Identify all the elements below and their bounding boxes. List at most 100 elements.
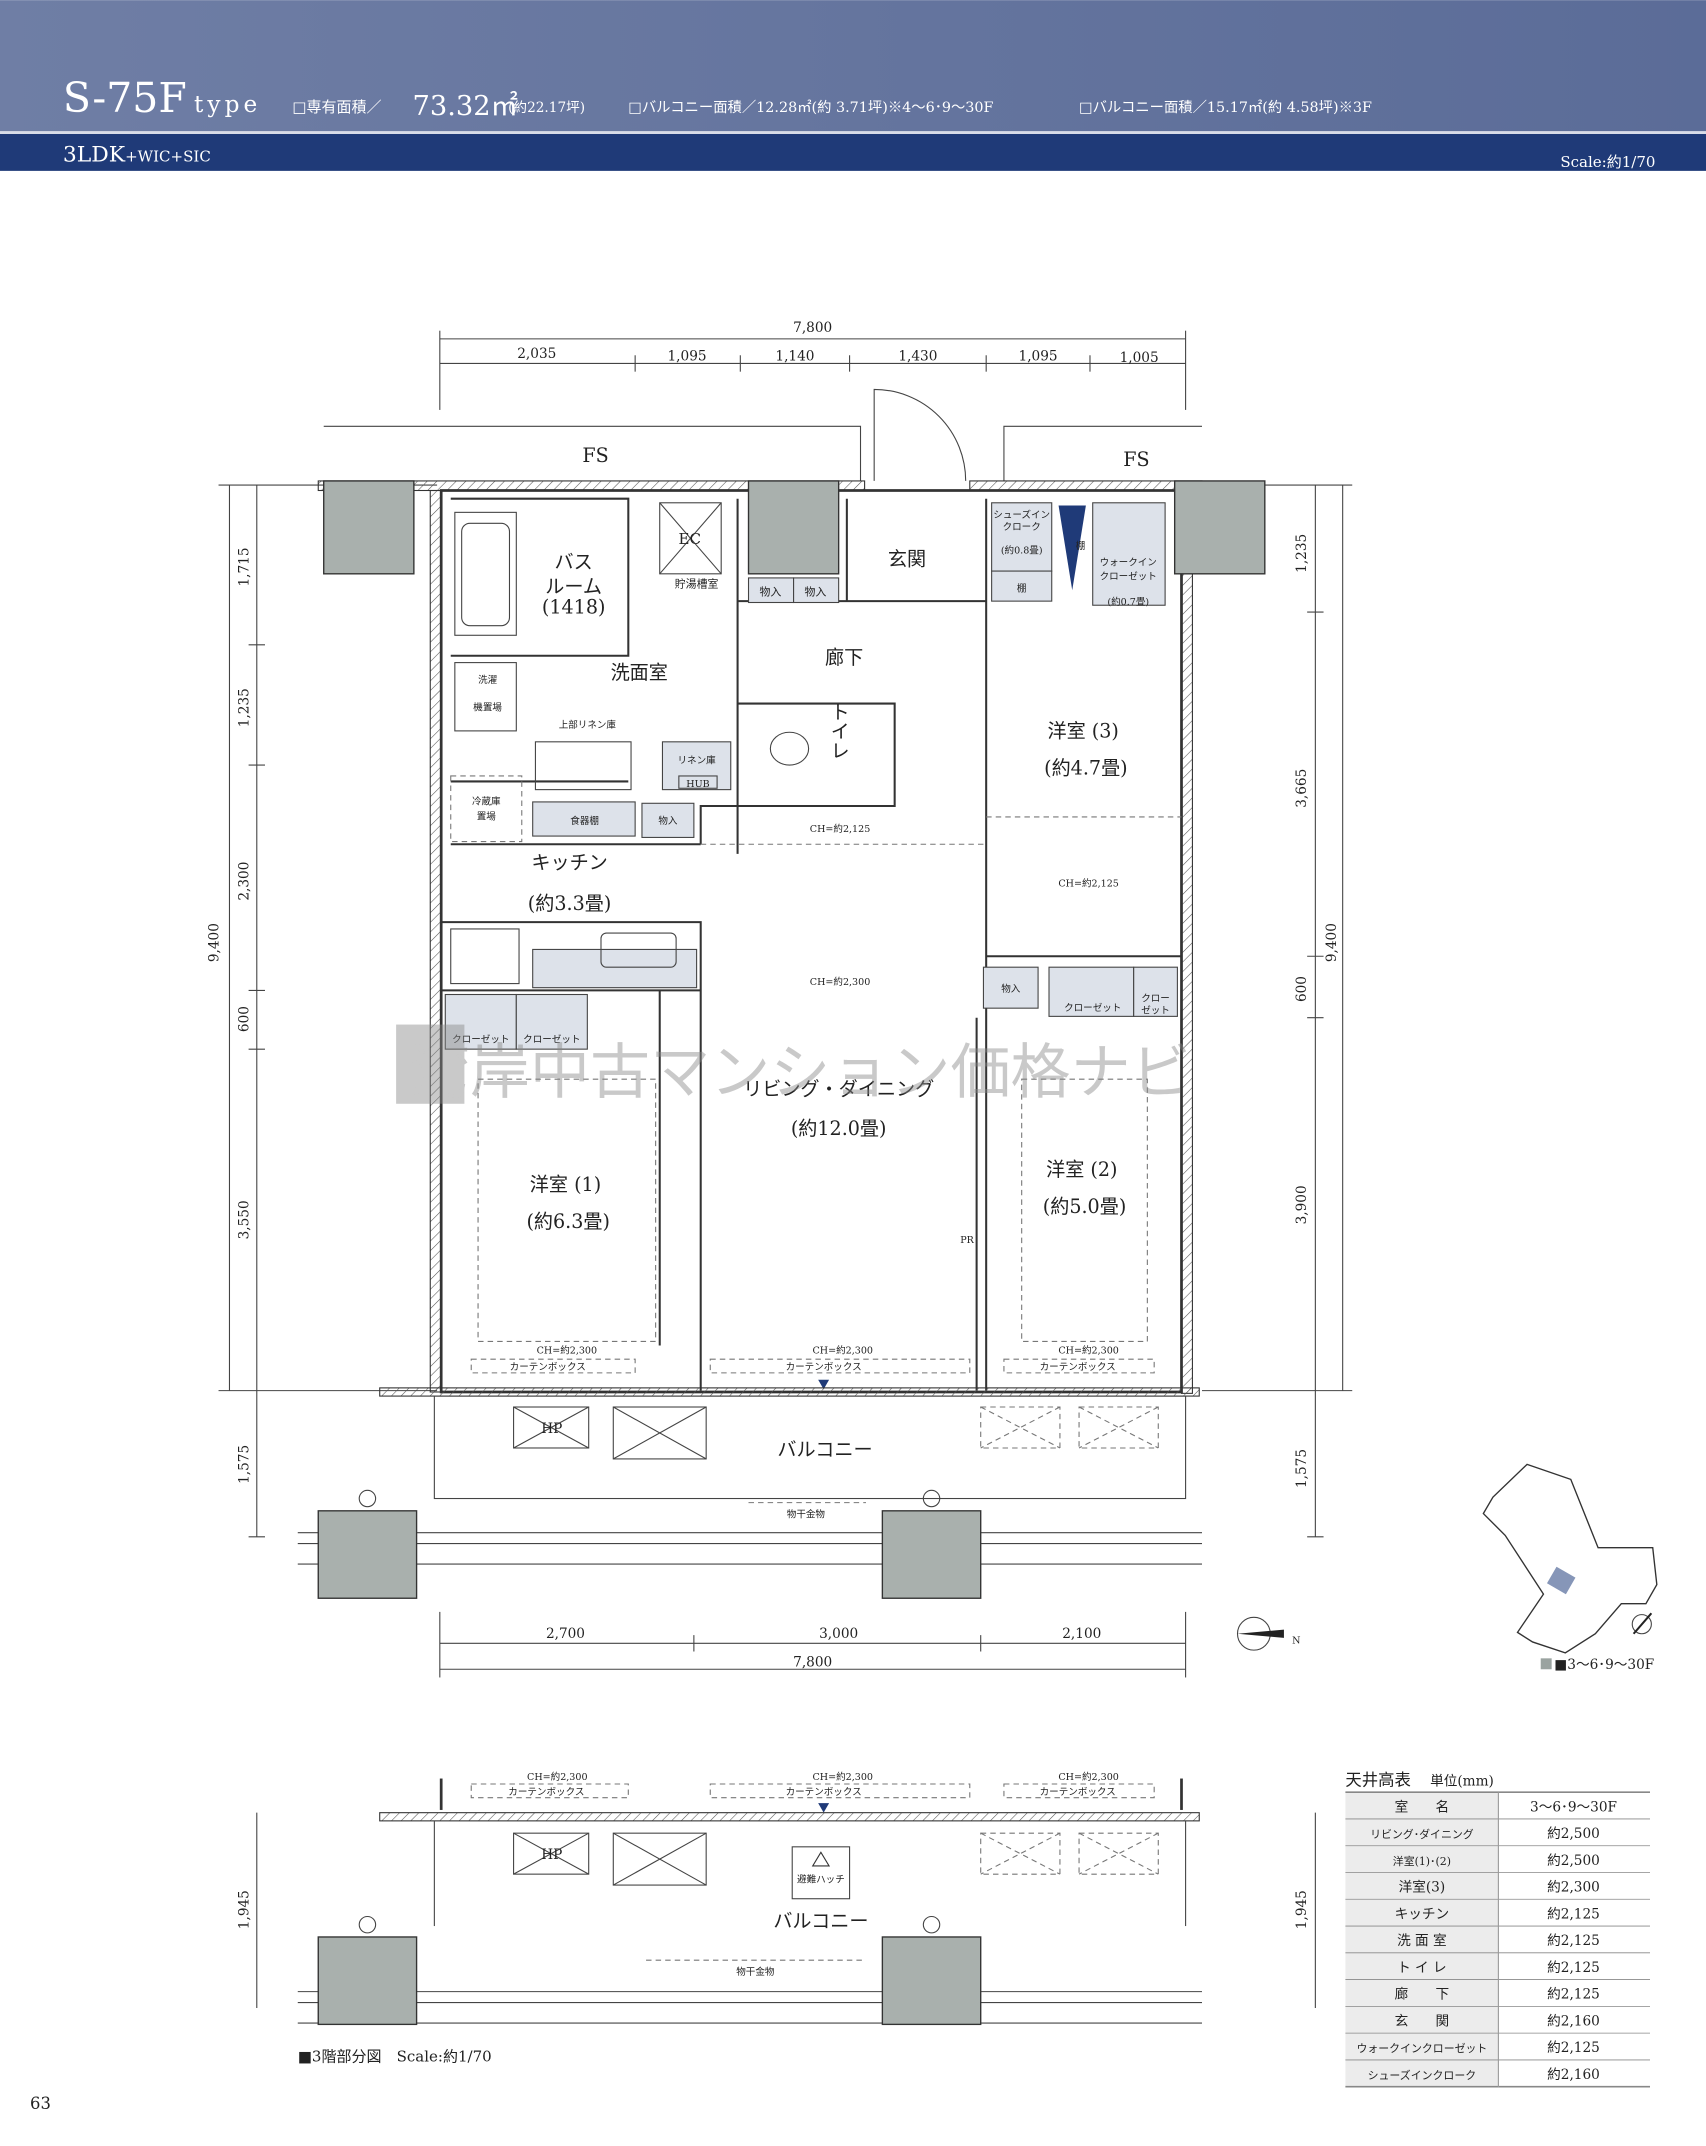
ceiling-height-label: CH=約2,300	[1058, 1771, 1119, 1783]
table-room-name: キッチン	[1395, 1906, 1450, 1922]
page-number: 63	[30, 2094, 51, 2113]
table-room-name: リビング･ダイニング	[1370, 1827, 1474, 1841]
washer-label: 機置場	[473, 701, 502, 713]
floor-plan: FS FS	[297, 388, 1266, 1599]
dim-left: 3,550	[237, 1200, 253, 1239]
dim-partial-left: 1,945	[237, 1890, 253, 1929]
closet-label: クローゼット	[452, 1033, 509, 1045]
storage-label: 物入	[805, 585, 827, 599]
ceiling-height-label: CH=約2,300	[537, 1345, 598, 1357]
dim-left-total: 9,400	[207, 923, 223, 962]
dim-partial-right: 1,945	[1294, 1890, 1310, 1929]
ceiling-height-label: CH=約2,125	[810, 823, 871, 835]
dim-top: 1,005	[1120, 350, 1159, 366]
ec-label: EC	[679, 530, 701, 548]
dim-left: 1,235	[237, 688, 253, 727]
table-room-name: 洋室(1)･(2)	[1393, 1854, 1451, 1868]
table-room-name: シューズインクローク	[1368, 2068, 1477, 2082]
table-ceiling-height: 約2,125	[1547, 2040, 1600, 2056]
ceiling-height-label: CH=約2,300	[812, 1345, 873, 1357]
room3-size: (約4.7畳)	[1044, 757, 1128, 780]
curtain-box-label: カーテンボックス	[1040, 1362, 1116, 1373]
dim-left: 1,575	[237, 1445, 253, 1484]
pr-label: PR	[960, 1235, 974, 1246]
kitchen-label: キッチン	[531, 851, 607, 874]
room3-label: 洋室 (3)	[1047, 720, 1118, 743]
fridge-label: 置場	[477, 811, 497, 823]
dim-top: 2,035	[517, 346, 556, 362]
ec-box	[659, 502, 722, 575]
room1-label: 洋室 (1)	[530, 1173, 601, 1196]
layout-type: 3LDK+WIC+SIC	[63, 142, 211, 167]
balcony-label: バルコニー	[773, 1909, 868, 1932]
table-ceiling-height: 約2,125	[1547, 1933, 1600, 1949]
entrance-door	[873, 388, 967, 481]
balcony-label: バルコニー	[777, 1438, 872, 1461]
dim-bottom: 2,700	[546, 1626, 585, 1642]
fs-label-left: FS	[582, 444, 608, 467]
dim-bottom: 3,000	[819, 1626, 858, 1642]
wic-label: ウォークイン	[1100, 558, 1157, 569]
living-dining-size: (約12.0畳)	[791, 1117, 887, 1140]
hanger-label: 物干金物	[787, 1509, 826, 1521]
shoes-closet-size: (約0.8畳)	[1001, 544, 1043, 556]
entrance-label: 玄関	[888, 548, 926, 571]
hanger-label: 物干金物	[736, 1966, 775, 1978]
bath-size: (1418)	[542, 595, 606, 618]
dim-bottom-total: 7,800	[793, 1655, 832, 1671]
ceiling-height-label: CH=約2,125	[1058, 878, 1119, 890]
living-dining-label: リビング・ダイニング	[743, 1078, 934, 1101]
table-header: 室 名	[1395, 1798, 1450, 1815]
table-room-name: 洋室(3)	[1399, 1879, 1446, 1896]
dim-bottom: 2,100	[1062, 1626, 1101, 1642]
closet-label: クロー	[1141, 993, 1170, 1004]
table-unit: 単位(mm)	[1430, 1773, 1494, 1789]
hp-label: HP	[541, 1421, 562, 1437]
closet-label: クローゼット	[523, 1033, 580, 1045]
ceiling-height-label: CH=約2,300	[527, 1771, 588, 1783]
partial-plan-3f: CH=約2,300 CH=約2,300 CH=約2,300 カーテンボックス カ…	[237, 1771, 1316, 2065]
table-ceiling-height: 約2,300	[1547, 1880, 1600, 1896]
dim-top-total: 7,800	[793, 320, 832, 336]
storage-label: 物入	[658, 815, 678, 827]
water-heater-label: 貯湯槽室	[675, 576, 719, 590]
partial-caption: ■3階部分図 Scale:約1/70	[298, 2047, 492, 2065]
table-room-name: 廊 下	[1395, 1986, 1450, 2003]
top-dimensions: 7,800 2,035 1,095 1,140 1,430 1,095 1,00…	[439, 320, 1187, 410]
column	[881, 1936, 982, 2026]
ceiling-height-label: CH=約2,300	[812, 1771, 873, 1783]
balcony-area-1: □バルコニー面積／12.28㎡(約 3.71坪)※4～6･9～30F	[628, 99, 993, 116]
column	[881, 1510, 982, 1599]
hallway-label: 廊下	[825, 646, 863, 669]
column	[317, 1510, 418, 1599]
dim-top: 1,140	[775, 349, 814, 365]
balcony-area	[433, 1395, 1187, 1500]
shelf-label: 棚	[1017, 583, 1027, 595]
table-ceiling-height: 約2,500	[1547, 1826, 1600, 1842]
balcony-area-2: □バルコニー面積／15.17㎡(約 4.58坪)※3F	[1079, 99, 1372, 116]
ceiling-height-label: CH=約2,300	[1058, 1345, 1119, 1357]
table-ceiling-height: 約2,160	[1547, 2013, 1600, 2029]
escape-hatch	[791, 1846, 851, 1900]
curtain-box-label: カーテンボックス	[508, 1787, 584, 1798]
curtain-box-label: カーテンボックス	[786, 1362, 862, 1373]
upper-linen-label: 上部リネン庫	[559, 719, 617, 731]
column	[1173, 480, 1266, 575]
escape-hatch-label: 避難ハッチ	[797, 1873, 845, 1885]
header-band: S-75F type □専有面積／ 73.32㎡ (約22.17坪) □バルコニ…	[0, 0, 1706, 171]
table-room-name: 洗 面 室	[1397, 1932, 1447, 1949]
fridge-label: 冷蔵庫	[472, 796, 501, 808]
type-name: S-75F	[63, 74, 187, 122]
dim-top: 1,095	[1019, 349, 1058, 365]
dim-top: 1,095	[668, 349, 707, 365]
key-map-legend: ■3～6･9～30F	[1554, 1657, 1654, 1673]
column	[317, 1936, 418, 2026]
table-title: 天井高表	[1345, 1770, 1411, 1789]
scale-label: Scale:約1/70	[1560, 153, 1655, 171]
room2-size: (約5.0畳)	[1043, 1195, 1127, 1218]
dim-left: 600	[237, 1006, 253, 1032]
room2-label: 洋室 (2)	[1046, 1158, 1117, 1181]
bottom-dimensions: 2,700 3,000 2,100 7,800	[439, 1611, 1187, 1678]
